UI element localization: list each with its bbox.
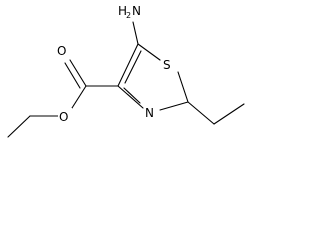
bond-n3-c4-inner <box>123 87 141 104</box>
bond-carbonyl-o-double <box>64 62 81 89</box>
carbonyl-oxygen-label: O <box>57 44 66 58</box>
ester-oxygen-bg <box>58 108 72 124</box>
bond-ch2-ch3-ester <box>7 115 31 138</box>
bond-n3-c4 <box>117 85 144 109</box>
bond-c2-n3 <box>159 101 189 111</box>
atom-labels: H 2 N S N O O <box>56 4 176 124</box>
sulfur-bg <box>162 56 176 72</box>
ester-oxygen-label: O <box>59 110 68 124</box>
bond-ch2-ch3 <box>213 103 245 125</box>
carbonyl-oxygen-bg <box>56 42 70 58</box>
molecule-structure: H 2 N S N O O <box>7 4 245 138</box>
bond-c2-ch2 <box>187 101 215 125</box>
bond-c4-c5-inner <box>124 50 142 84</box>
amine-n-label: N <box>132 4 141 18</box>
ring-sulfur-label: S <box>163 58 171 72</box>
bond-c5-nh2 <box>132 21 139 45</box>
amine-h-label: H <box>118 4 127 18</box>
nitrogen-bg <box>144 104 158 120</box>
bond-c4-c5 <box>117 43 139 87</box>
bond-carbonyl-ester-o <box>71 85 87 109</box>
amine-subscript-label: 2 <box>126 11 131 20</box>
bond-carbonyl-o <box>69 59 87 87</box>
bond-c5-s1 <box>137 43 161 61</box>
ring-nitrogen-label: N <box>145 106 154 120</box>
amine-group: H 2 N <box>118 4 141 20</box>
bonds <box>7 21 245 138</box>
bond-s1-c2 <box>177 71 189 103</box>
